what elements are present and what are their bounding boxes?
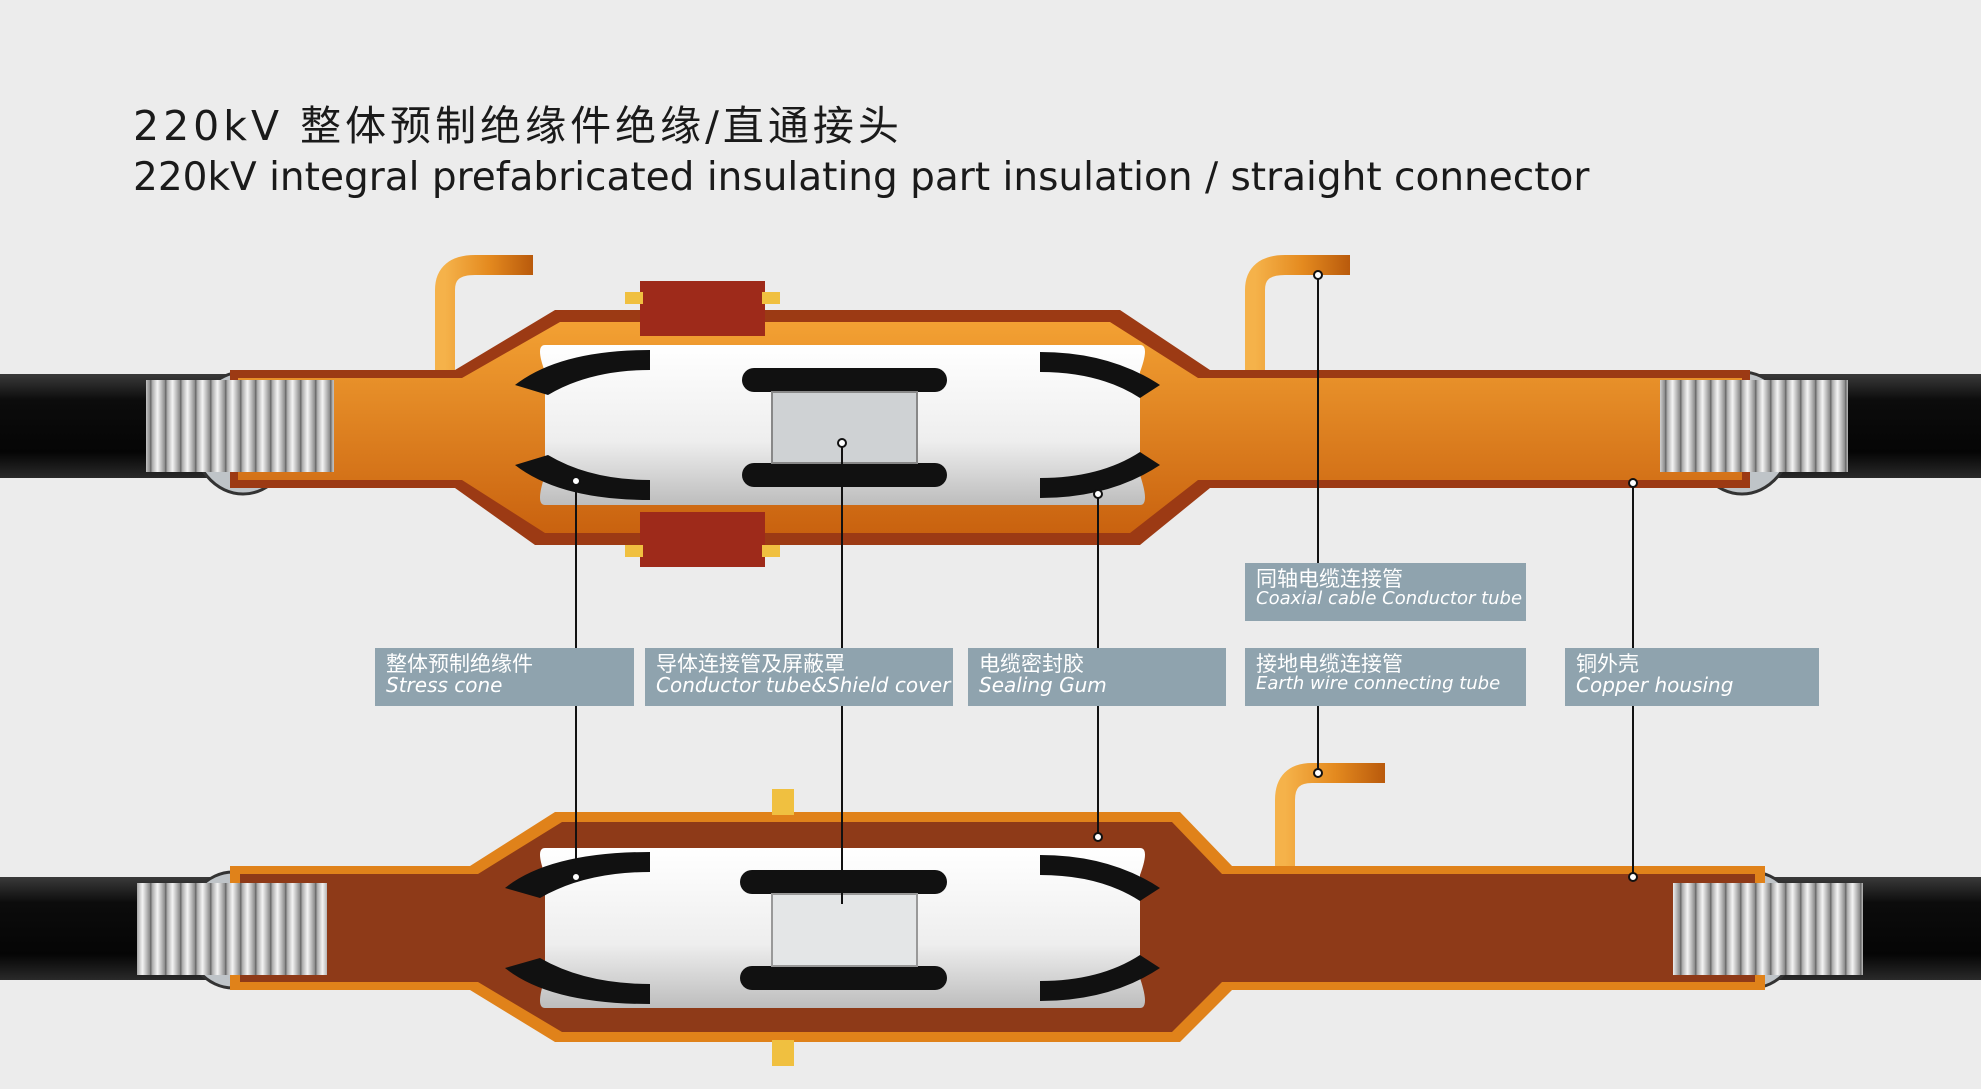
top-flange-bolt xyxy=(762,545,780,557)
top-coil-left xyxy=(146,380,334,472)
label-cn: 同轴电缆连接管 xyxy=(1256,567,1403,591)
top-flange-bolt xyxy=(625,292,643,304)
leader-dot xyxy=(1313,768,1323,778)
label-en: Conductor tube&Shield cover xyxy=(656,673,951,698)
label-en: Stress cone xyxy=(386,673,503,698)
label-conductor-tube-shield-cover: 导体连接管及屏蔽罩 Conductor tube&Shield cover xyxy=(645,648,953,706)
bottom-sealing-gum-right-upper xyxy=(1040,855,1160,901)
label-cn: 电缆密封胶 xyxy=(979,652,1084,676)
title-english: 220kV integral prefabricated insulating … xyxy=(133,155,1590,200)
bottom-coil-left xyxy=(137,883,327,975)
leader-dot xyxy=(571,476,581,486)
bottom-shield-bar-lower xyxy=(740,966,947,990)
top-shield-bar-lower xyxy=(742,463,947,487)
top-flange-upper xyxy=(640,281,765,336)
leader-dot xyxy=(1093,832,1103,842)
top-sealing-gum-left-lower xyxy=(515,455,650,500)
label-coaxial-conductor-tube: 同轴电缆连接管 Coaxial cable Conductor tube xyxy=(1245,563,1526,621)
label-cn: 导体连接管及屏蔽罩 xyxy=(656,652,845,676)
leader-dot xyxy=(571,872,581,882)
bottom-shield-bar-upper xyxy=(740,870,947,894)
leader-dot xyxy=(1313,270,1323,280)
top-pipe-left xyxy=(435,255,533,370)
leader-dot xyxy=(1628,872,1638,882)
top-flange-bolt xyxy=(762,292,780,304)
label-cn: 整体预制绝缘件 xyxy=(386,652,533,676)
label-copper-housing: 铜外壳 Copper housing xyxy=(1565,648,1819,706)
bottom-sealing-gum-right-lower xyxy=(1040,955,1160,1001)
leader-dot xyxy=(837,438,847,448)
bottom-bottom-bolt xyxy=(772,1040,794,1066)
top-flange-lower xyxy=(640,512,765,567)
label-en: Sealing Gum xyxy=(979,673,1107,698)
top-pipe-right xyxy=(1245,255,1350,370)
bottom-top-bolt xyxy=(772,789,794,815)
top-conductor-tube xyxy=(771,391,918,464)
top-shield-bar-upper xyxy=(742,368,947,392)
leader-dot xyxy=(1093,489,1103,499)
top-flange-bolt xyxy=(625,545,643,557)
label-en: Coaxial cable Conductor tube xyxy=(1256,588,1523,610)
top-joint xyxy=(0,255,1981,567)
label-earth-wire-connecting-tube: 接地电缆连接管 Earth wire connecting tube xyxy=(1245,648,1526,706)
label-cn: 铜外壳 xyxy=(1576,652,1639,676)
title-chinese: 220kV 整体预制绝缘件绝缘/直通接头 xyxy=(133,102,903,150)
bottom-coil-right xyxy=(1673,883,1863,975)
top-sealing-gum-right-lower xyxy=(1040,452,1160,498)
label-cn: 接地电缆连接管 xyxy=(1256,652,1403,676)
top-sealing-gum-left-upper xyxy=(515,350,650,395)
bottom-joint xyxy=(0,763,1981,1066)
top-coil-right xyxy=(1660,380,1848,472)
label-en: Copper housing xyxy=(1576,673,1734,698)
top-sealing-gum-right-upper xyxy=(1040,352,1160,398)
leader-dot xyxy=(1628,478,1638,488)
bottom-conductor-tube xyxy=(771,893,918,967)
bottom-sealing-gum-left-lower xyxy=(505,958,650,1004)
label-sealing-gum: 电缆密封胶 Sealing Gum xyxy=(968,648,1226,706)
label-en: Earth wire connecting tube xyxy=(1256,673,1501,695)
bottom-pipe-right xyxy=(1275,763,1385,866)
label-stress-cone: 整体预制绝缘件 Stress cone xyxy=(375,648,634,706)
